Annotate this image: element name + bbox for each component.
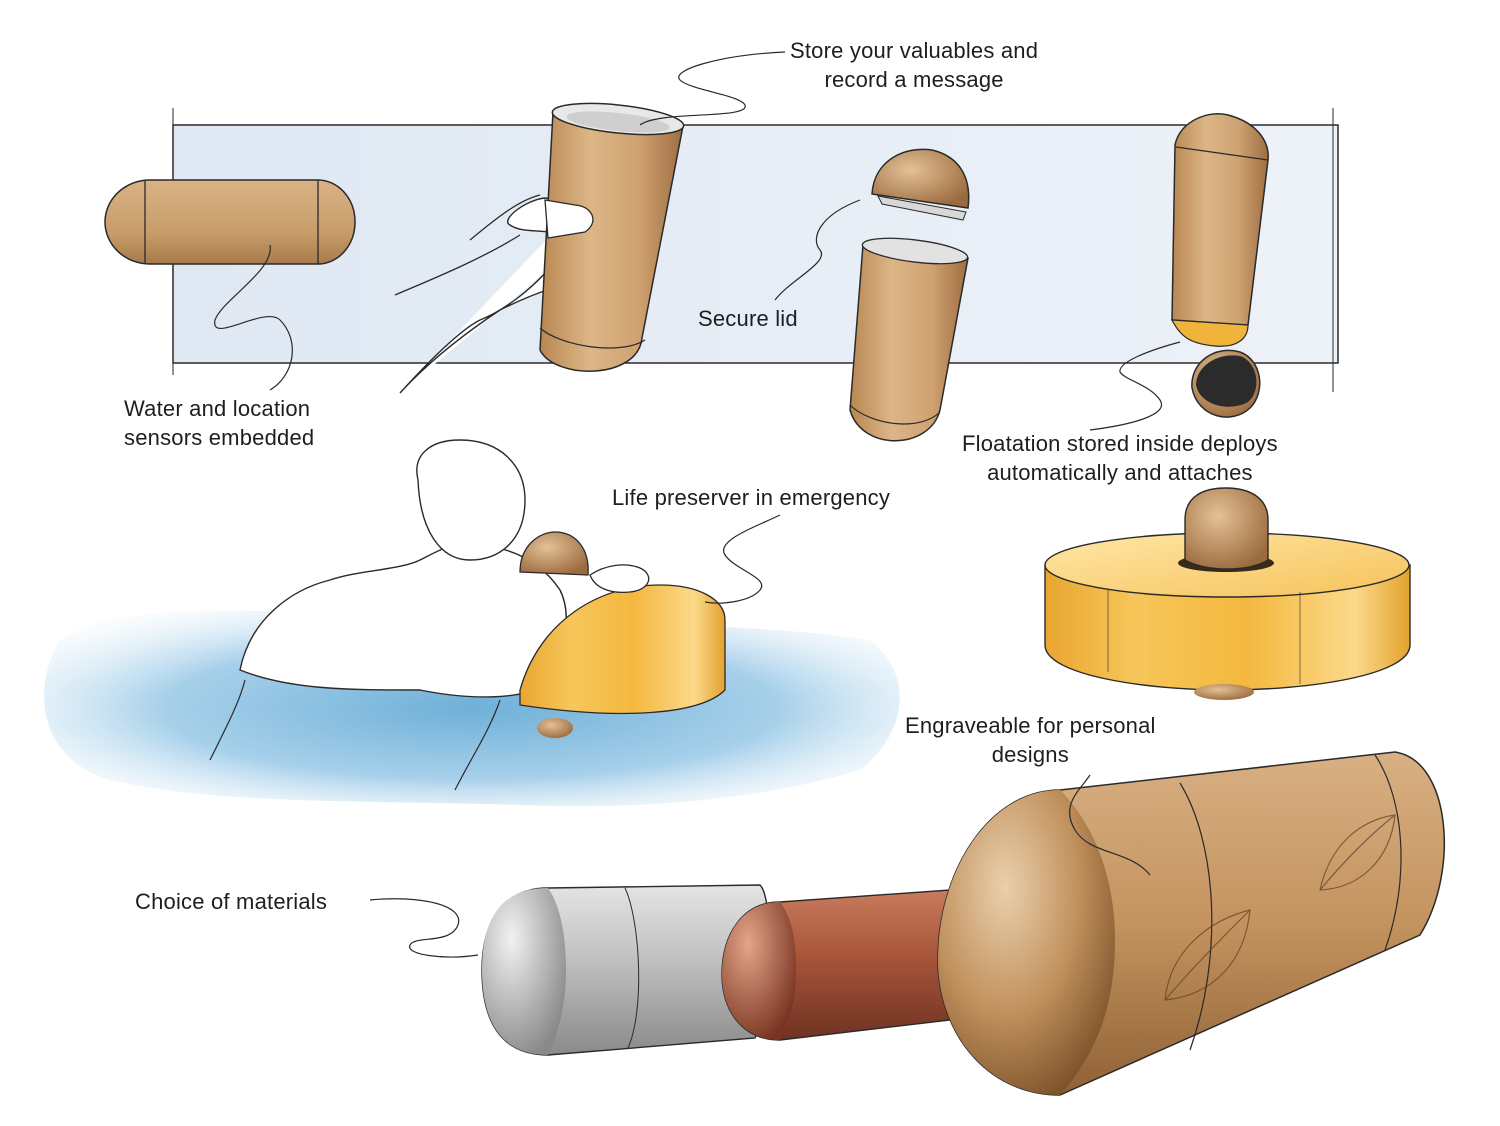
aluminum-capsule bbox=[481, 884, 770, 1056]
lid-icon bbox=[871, 148, 970, 221]
callout-store-line1: Store your valuables and bbox=[790, 38, 1039, 63]
callout-sensors-line1: Water and location bbox=[124, 396, 311, 421]
callout-store-line2: record a message bbox=[824, 67, 1004, 92]
lower-cylinder bbox=[849, 237, 969, 442]
callout-sensors-line2: sensors embedded bbox=[124, 425, 315, 450]
copper-capsule bbox=[721, 889, 962, 1041]
callout-engraveable-line2: designs bbox=[991, 742, 1069, 767]
callout-materials: Choice of materials bbox=[135, 889, 328, 914]
swimmer-sketch bbox=[209, 439, 567, 791]
callout-life-preserver: Life preserver in emergency bbox=[612, 485, 891, 510]
background-panel bbox=[172, 108, 1339, 392]
leader-lines bbox=[214, 51, 1181, 958]
callout-secure-lid: Secure lid bbox=[698, 306, 798, 331]
open-cylinder bbox=[539, 102, 685, 372]
deploying-capsule bbox=[1170, 113, 1269, 418]
callout-engraveable: Engraveable for personal designs bbox=[905, 711, 1156, 769]
wood-capsule-large bbox=[937, 751, 1445, 1096]
callout-floatation: Floatation stored inside deploys automat… bbox=[962, 429, 1278, 487]
callout-sensors: Water and location sensors embedded bbox=[124, 394, 314, 452]
floatation-ring bbox=[1044, 487, 1411, 700]
floatation-ring-in-use bbox=[519, 531, 726, 738]
callout-store-valuables: Store your valuables and record a messag… bbox=[790, 36, 1038, 94]
leaf-engraving-icon bbox=[1164, 814, 1396, 1001]
callout-floatation-line2: automatically and attaches bbox=[987, 460, 1253, 485]
callout-floatation-line1: Floatation stored inside deploys bbox=[962, 431, 1278, 456]
callout-engraveable-line1: Engraveable for personal bbox=[905, 713, 1156, 738]
horizontal-capsule bbox=[104, 179, 356, 265]
